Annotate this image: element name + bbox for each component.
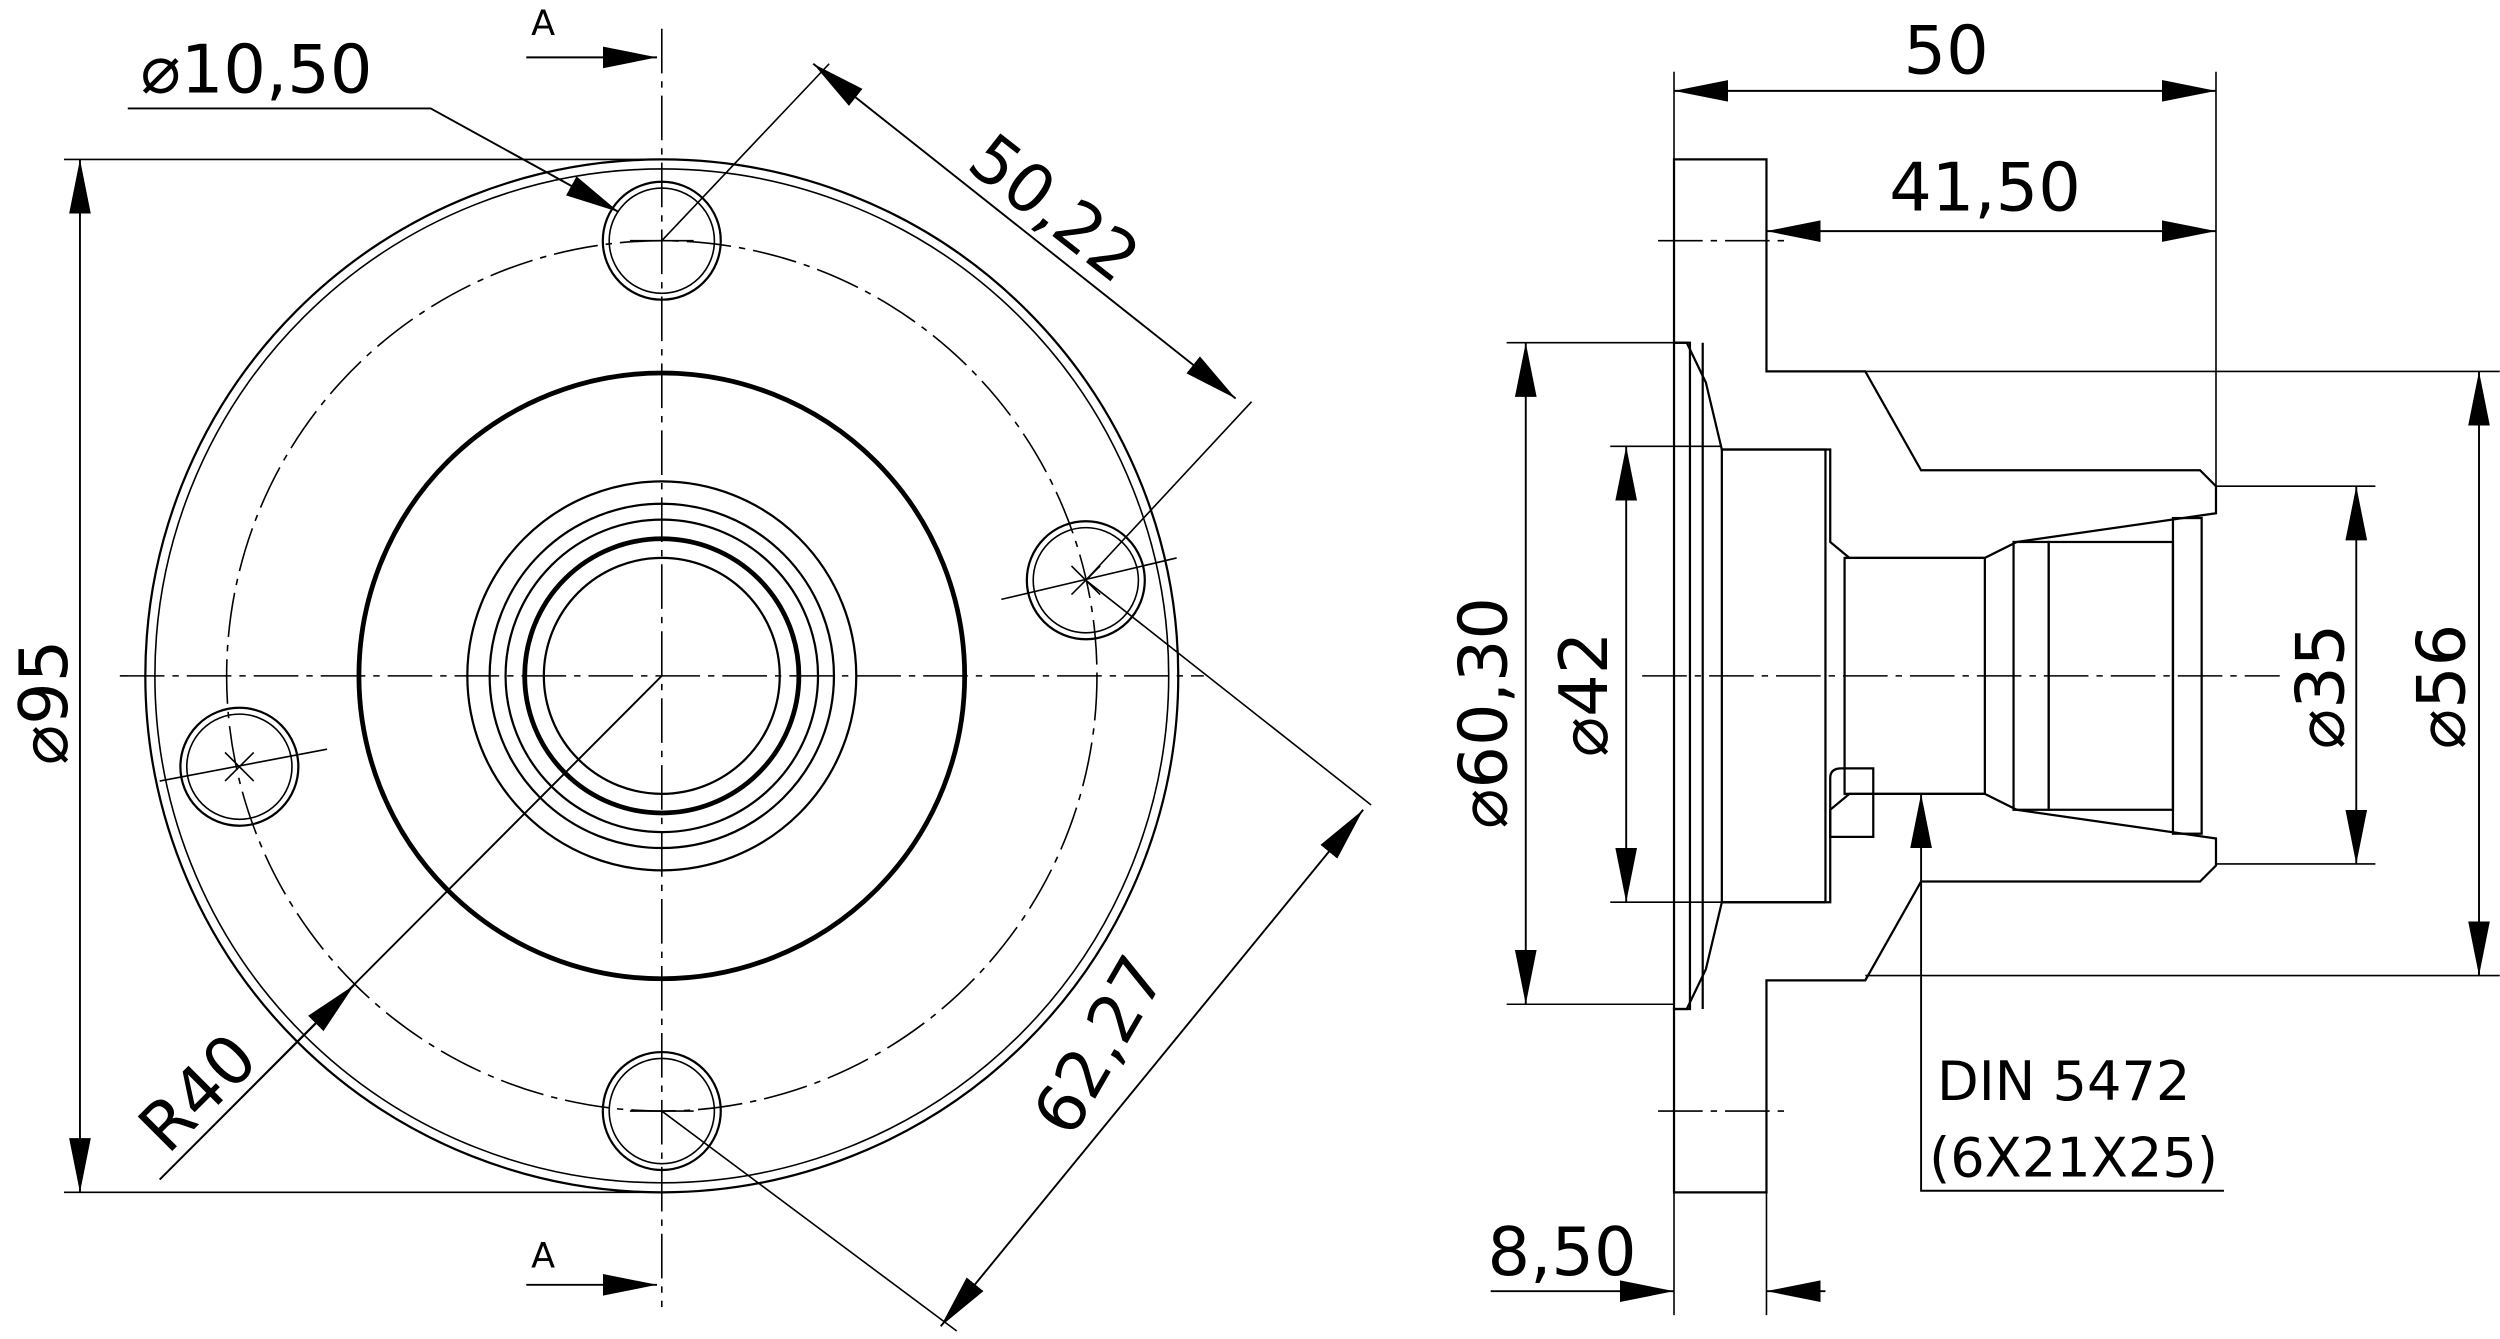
diagonal-extension-1 (1085, 579, 1372, 806)
bolt-hole-left (159, 706, 328, 827)
pilot-dia-label: ⌀60,30 (1445, 597, 1523, 829)
section-label-bottom: A (531, 1235, 555, 1276)
hub-length-label: 41,50 (1889, 148, 2081, 226)
hole-spacing-extension-2 (1085, 401, 1253, 581)
spline-standard-label: DIN 5472 (1937, 1050, 2190, 1113)
bore-dia-label: ⌀42 (1545, 632, 1623, 757)
hole-diameter-label: ⌀10,50 (141, 30, 373, 108)
diagonal-dimension (940, 809, 1364, 1327)
diagonal-extension-2 (661, 1110, 958, 1332)
hub-dia-label: ⌀56 (2403, 624, 2481, 749)
outer-dia-label: ⌀95 (5, 640, 83, 765)
overall-length-label: 50 (1904, 11, 1989, 89)
section-view: 50 41,50 ⌀60,30 ⌀42 ⌀35 ⌀56 DIN 5472 (6X… (1445, 11, 2500, 1316)
flange-thickness-extensions (1673, 1192, 1768, 1316)
hole-spacing-dimension (812, 63, 1237, 400)
spline-dia-label: ⌀35 (2282, 624, 2360, 749)
hole-spacing-extension-1 (661, 63, 830, 242)
hole-spacing-label: 50,22 (955, 119, 1154, 298)
radius-label: R40 (124, 1019, 272, 1167)
radius-leader (158, 675, 663, 1181)
hub-dia-extensions (1865, 370, 2500, 977)
spline-groove (1829, 767, 1875, 838)
section-label-top: A (531, 3, 555, 44)
pilot-dia-extensions (1506, 341, 1675, 1006)
length-extension-left (1673, 71, 2217, 487)
flange-thickness-label: 8,50 (1488, 1213, 1637, 1291)
hole-diameter-leader (127, 107, 620, 213)
bolt-hole-right (1001, 520, 1177, 641)
front-view: A A ⌀10,50 50,22 ⌀95 R40 62,27 (5, 3, 1372, 1332)
diagonal-label: 62,27 (1018, 943, 1181, 1148)
spline-spec-label: (6X21X25) (1929, 1126, 2218, 1189)
spline-spec-leader (1910, 793, 2224, 1192)
